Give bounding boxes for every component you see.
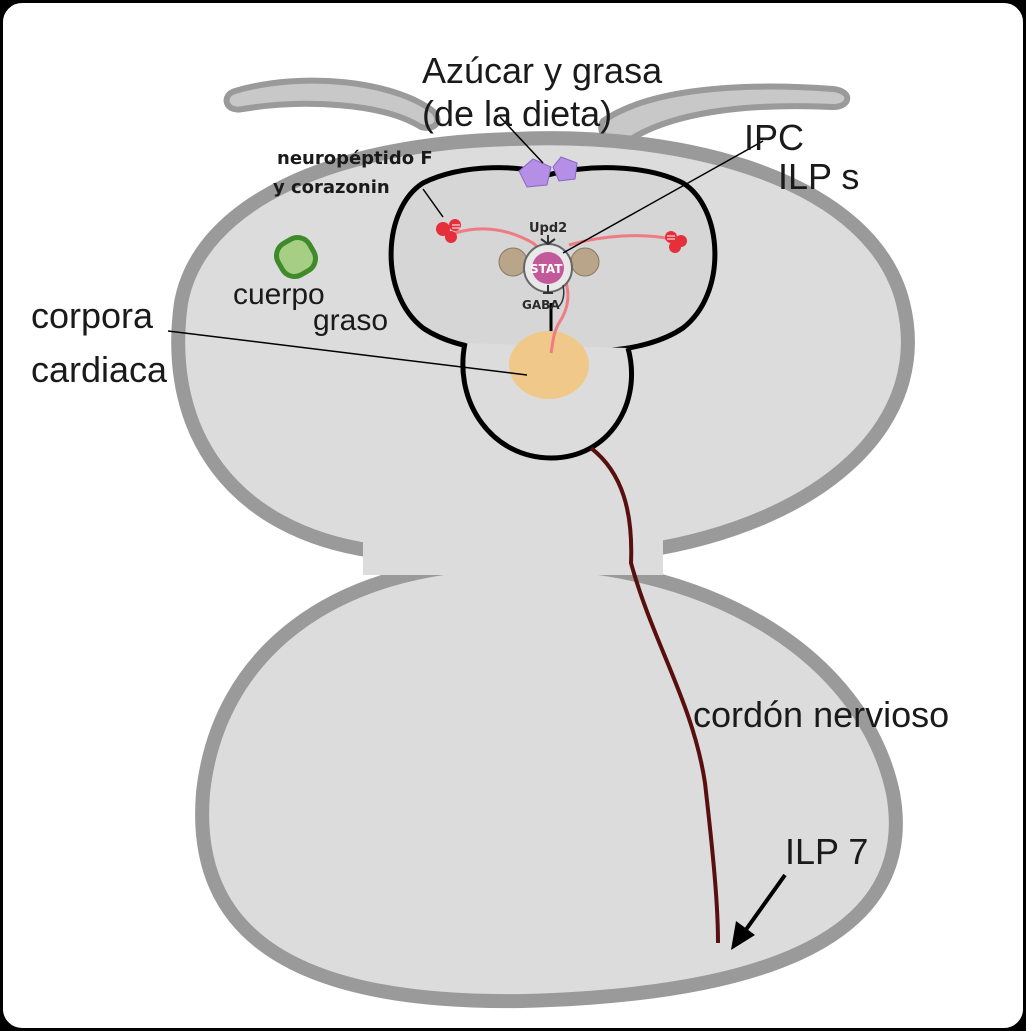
fat-pentagon-right — [552, 156, 578, 182]
stat-label: STAT — [530, 262, 563, 276]
neuropeptide-leader — [422, 188, 444, 218]
ilps-label: ILP s — [778, 156, 859, 197]
ipc-leader — [562, 140, 764, 254]
corpora-label-line1: corpora — [31, 295, 154, 336]
right-neuron-axon — [568, 234, 672, 247]
sugar-fat-label-line2: (de la dieta) — [422, 93, 612, 134]
nerve-cord-label: cordón nervioso — [693, 694, 949, 735]
stat-cell — [532, 252, 564, 284]
corpora-label-line2: cardiaca — [31, 349, 168, 390]
fly-neck — [363, 531, 663, 575]
glia-right — [570, 247, 600, 277]
left-neuron-cluster — [436, 219, 461, 243]
gaba-to-ipc — [557, 284, 565, 308]
fat-body-cell — [274, 235, 318, 279]
gaba-label: GABA — [522, 298, 560, 312]
ilp7-arrowhead — [731, 921, 755, 950]
ilp7-label: ILP 7 — [785, 831, 868, 872]
sugar-fat-label-line1: Azúcar y grasa — [422, 50, 663, 91]
sugar-pentagon-left — [518, 158, 552, 188]
sugar-leader — [499, 116, 544, 164]
corpora-leader — [167, 330, 528, 376]
fat-body-label-line2: graso — [313, 304, 388, 337]
neuropeptide-label-line2: y corazonin — [273, 177, 390, 198]
fly-brain-diagram: Azúcar y grasa (de la dieta) IPC ILP s n… — [31, 50, 949, 1009]
ilp7-arrow-line — [738, 873, 787, 940]
right-antenna — [598, 83, 851, 146]
fat-body-label-line1: cuerpo — [233, 278, 325, 311]
nerve-cord — [589, 446, 720, 944]
glia-left — [498, 247, 528, 277]
corpora-cardiaca — [509, 331, 589, 399]
upd2-label: Upd2 — [529, 221, 567, 236]
right-neuron-cluster — [665, 231, 687, 253]
left-antenna — [223, 77, 441, 131]
neuropeptide-label-line1: neuropéptido F — [277, 148, 433, 169]
fly-body — [195, 555, 903, 1009]
upd2-arrow — [540, 235, 556, 246]
gaba-inhibition — [543, 285, 553, 294]
ipc-label: IPC — [744, 117, 804, 158]
ipc-axon — [549, 272, 570, 354]
